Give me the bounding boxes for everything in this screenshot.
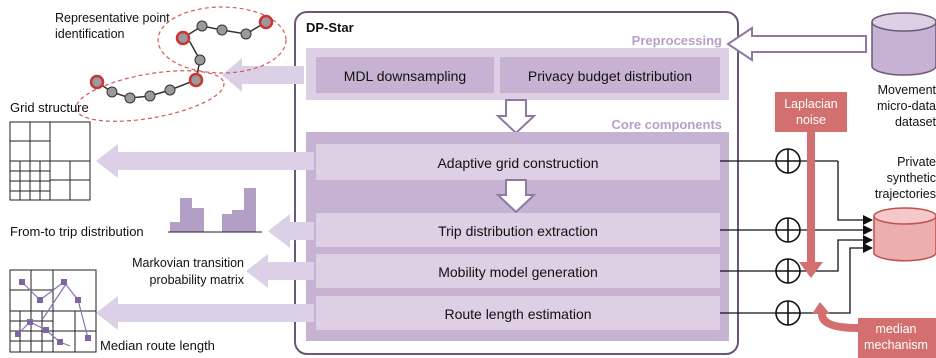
trajectory-illustration	[75, 6, 287, 122]
output-db-label-2: synthetic	[887, 171, 936, 185]
markovian-label-1: Markovian transition	[132, 256, 244, 270]
traj-point	[240, 28, 252, 40]
traj-point	[194, 54, 206, 66]
arrow-from-dataset	[726, 26, 867, 62]
input-db-label-2: micro-data	[877, 99, 936, 113]
down-arrow-preprocess	[495, 99, 537, 135]
oplus-icon	[775, 258, 801, 284]
down-arrow-core	[495, 179, 537, 214]
dashed-cluster-left	[75, 70, 225, 122]
adaptive-grid-label: Adaptive grid construction	[437, 155, 598, 171]
arrow-to-markovian	[246, 254, 314, 288]
arrow-to-trip-distribution	[268, 214, 314, 248]
traj-point	[164, 84, 176, 96]
trip-histogram	[170, 188, 256, 232]
traj-point	[144, 90, 156, 102]
trip-distribution-label: Trip distribution extraction	[438, 223, 598, 239]
core-label: Core components	[611, 117, 722, 132]
arrow-to-grid-structure	[96, 144, 314, 178]
privacy-budget-label: Privacy budget distribution	[528, 68, 692, 84]
median-mechanism-box	[858, 318, 936, 358]
rep-point	[258, 14, 274, 30]
median-route-label: Median route length	[100, 338, 215, 353]
traj-point	[196, 20, 208, 32]
adaptive-grid-box	[316, 144, 720, 180]
preprocessing-label: Preprocessing	[632, 33, 722, 48]
rep-point	[188, 72, 204, 88]
route-length-box	[316, 296, 720, 330]
traj-point	[216, 24, 228, 36]
laplacian-noise-box	[775, 92, 847, 132]
route-length-label: Route length estimation	[444, 306, 591, 322]
representative-point-label-2: identification	[55, 27, 125, 41]
laplacian-label-2: noise	[796, 113, 826, 127]
laplacian-arrow	[799, 132, 823, 278]
trip-distribution-label-left: From-to trip distribution	[10, 224, 144, 239]
median-label-1: median	[876, 322, 917, 336]
oplus-icon	[775, 300, 801, 326]
markovian-label-2: probability matrix	[150, 273, 245, 287]
input-db-label-3: dataset	[895, 115, 936, 129]
representative-point-label: Representative point	[55, 11, 170, 25]
laplacian-label-1: Laplacian	[784, 97, 838, 111]
system-title: DP-Star	[306, 20, 354, 35]
grid-structure-label: Grid structure	[10, 100, 89, 115]
rep-point	[89, 74, 105, 90]
mobility-model-box	[316, 254, 720, 288]
arrow-to-representative	[222, 58, 304, 92]
grid-structure-illustration	[9, 121, 91, 201]
connectors	[720, 160, 873, 314]
arrow-to-median-route	[96, 296, 314, 330]
median-label-2: mechanism	[864, 338, 928, 352]
mdl-downsampling-box	[316, 57, 494, 93]
oplus-icon	[775, 148, 801, 174]
median-arrow	[812, 302, 858, 332]
output-database-icon	[873, 207, 936, 262]
markov-nodes	[15, 279, 91, 345]
input-database-icon	[871, 12, 936, 76]
rep-point	[175, 30, 191, 46]
oplus-nodes	[775, 148, 801, 326]
traj-point	[106, 86, 118, 98]
mobility-model-label: Mobility model generation	[438, 264, 598, 280]
input-db-label-1: Movement	[878, 83, 936, 97]
trip-distribution-box	[316, 213, 720, 247]
oplus-icon	[775, 217, 801, 243]
output-db-label-1: Private	[897, 155, 936, 169]
privacy-budget-box	[500, 57, 720, 93]
traj-point	[124, 92, 136, 104]
dashed-cluster-right	[157, 6, 287, 74]
mdl-downsampling-label: MDL downsampling	[344, 68, 466, 84]
output-db-label-3: trajectories	[875, 187, 936, 201]
